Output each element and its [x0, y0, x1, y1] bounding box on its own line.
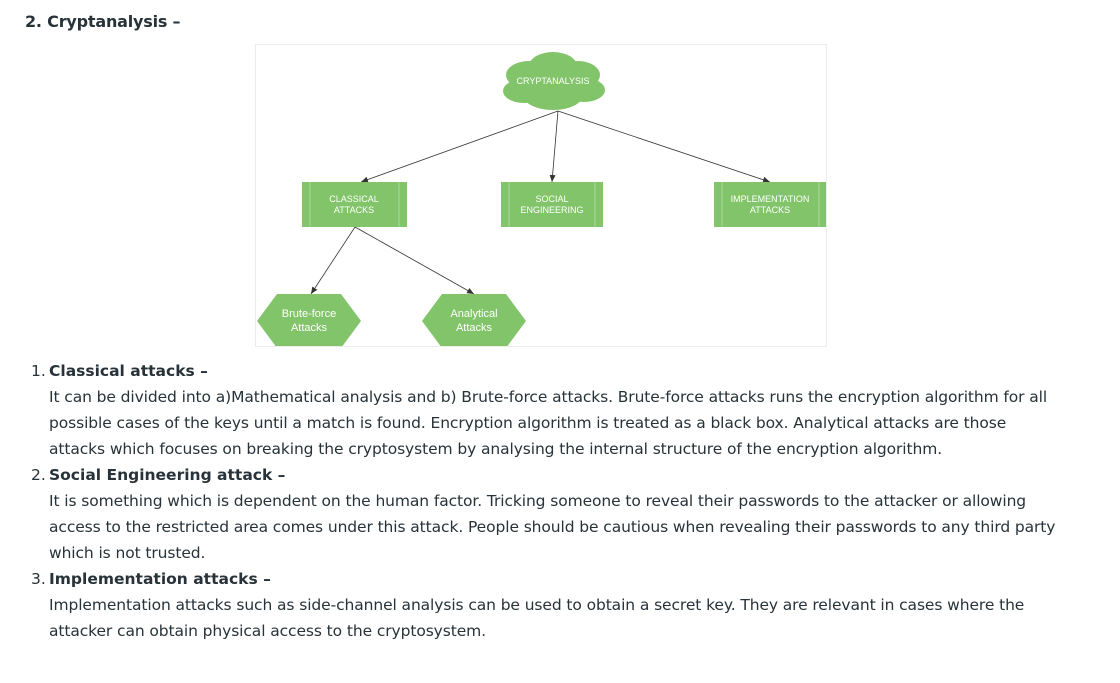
analytical-label-line2: Attacks	[456, 322, 493, 334]
list-item-social-engineering: 2. Social Engineering attack – It is som…	[0, 462, 1059, 566]
list-item-body: It is something which is dependent on th…	[49, 492, 1056, 562]
attack-types-list: 1. Classical attacks – It can be divided…	[0, 358, 1120, 644]
edge-root-classical	[360, 110, 559, 183]
list-item-body: Implementation attacks such as side-chan…	[49, 596, 1025, 640]
section-heading: 2. Cryptanalysis –	[25, 12, 181, 31]
list-item-classical: 1. Classical attacks – It can be divided…	[0, 358, 1059, 462]
edge-root-implementation	[557, 110, 771, 183]
box-node-implementation-attacks: IMPLEMENTATION ATTACKS	[714, 182, 826, 227]
list-item-title: Implementation attacks –	[49, 570, 271, 588]
list-item-number: 1.	[31, 362, 46, 380]
box-node-classical-attacks: CLASSICAL ATTACKS	[302, 182, 407, 227]
list-item-implementation: 3. Implementation attacks – Implementati…	[0, 566, 1059, 644]
classical-label-line2: ATTACKS	[334, 205, 374, 215]
bruteforce-label-line2: Attacks	[291, 322, 328, 334]
list-item-number: 3.	[31, 570, 46, 588]
social-label-line1: SOCIAL	[535, 194, 568, 204]
analytical-label-line1: Analytical	[450, 308, 497, 320]
cloud-label: CRYPTANALYSIS	[516, 76, 589, 86]
hex-node-bruteforce-attacks: Brute-force Attacks	[257, 294, 361, 346]
list-item-title: Social Engineering attack –	[49, 466, 286, 484]
list-item-number: 2.	[31, 466, 46, 484]
classical-label-line1: CLASSICAL	[329, 194, 379, 204]
cryptanalysis-diagram: CRYPTANALYSIS CLASSICAL ATTACKS SOCIAL E…	[255, 44, 827, 347]
diagram-canvas: CRYPTANALYSIS CLASSICAL ATTACKS SOCIAL E…	[257, 52, 826, 346]
list-item-body: It can be divided into a)Mathematical an…	[49, 388, 1048, 458]
list-item-title: Classical attacks –	[49, 362, 208, 380]
implementation-label-line2: ATTACKS	[750, 205, 790, 215]
cloud-node-cryptanalysis: CRYPTANALYSIS	[503, 52, 605, 110]
implementation-label-line1: IMPLEMENTATION	[731, 194, 810, 204]
bruteforce-label-line1: Brute-force	[282, 308, 336, 320]
edge-classical-bruteforce	[310, 226, 356, 295]
box-node-social-engineering: SOCIAL ENGINEERING	[501, 182, 603, 227]
hex-node-analytical-attacks: Analytical Attacks	[422, 294, 526, 346]
social-label-line2: ENGINEERING	[520, 205, 583, 215]
edge-classical-analytical	[354, 226, 475, 295]
edge-root-social	[549, 110, 559, 183]
